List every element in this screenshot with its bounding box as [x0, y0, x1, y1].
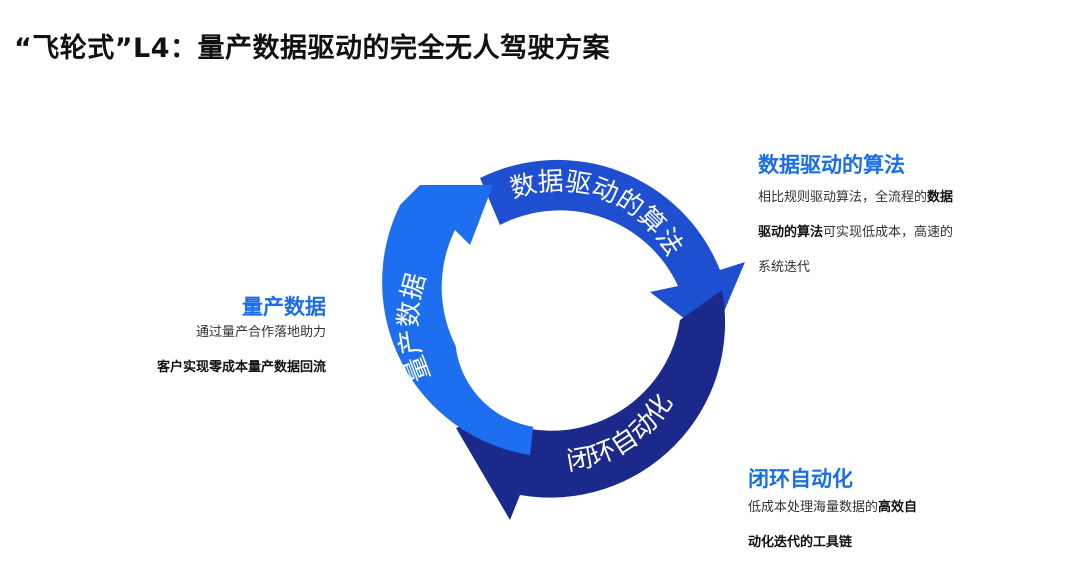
algorithm-line1-bold: 数据: [927, 190, 954, 205]
algorithm-line2-normal: 可实现低成本，高速的: [823, 225, 954, 240]
algorithm-line2-bold: 驱动的算法: [758, 225, 824, 240]
automation-description-line2: 动化迭代的工具链: [748, 525, 917, 560]
algorithm-description-line3: 系统迭代: [758, 260, 811, 275]
data-description-line2: 客户实现零成本量产数据回流: [157, 350, 326, 385]
automation-line1-bold: 高效自: [878, 500, 918, 515]
automation-description-line1: 低成本处理海量数据的高效自: [748, 490, 917, 525]
algorithm-description: 相比规则驱动算法，全流程的数据 驱动的算法可实现低成本，高速的 系统迭代: [758, 180, 953, 285]
automation-line2-bold: 动化迭代的工具链: [748, 535, 853, 550]
algorithm-description-line2: 驱动的算法可实现低成本，高速的: [758, 215, 953, 250]
algorithm-arc: [480, 159, 745, 340]
data-heading: 量产数据: [242, 295, 326, 319]
automation-arc: [456, 290, 726, 520]
data-arc: [382, 185, 535, 455]
automation-description: 低成本处理海量数据的高效自 动化迭代的工具链: [748, 490, 917, 560]
page-title: “飞轮式”L4：量产数据驱动的完全无人驾驶方案: [14, 33, 610, 64]
automation-heading: 闭环自动化: [748, 467, 853, 491]
cycle-center: [455, 242, 641, 428]
algorithm-description-line1: 相比规则驱动算法，全流程的数据: [758, 180, 953, 215]
algorithm-line1-normal: 相比规则驱动算法，全流程的: [758, 190, 928, 205]
automation-line1-normal: 低成本处理海量数据的: [748, 500, 879, 515]
data-line2-bold: 客户实现零成本量产数据回流: [156, 360, 326, 375]
data-description: 通过量产合作落地助力 客户实现零成本量产数据回流: [157, 315, 326, 385]
algorithm-heading: 数据驱动的算法: [758, 153, 905, 177]
data-description-line1: 通过量产合作落地助力: [195, 325, 326, 340]
